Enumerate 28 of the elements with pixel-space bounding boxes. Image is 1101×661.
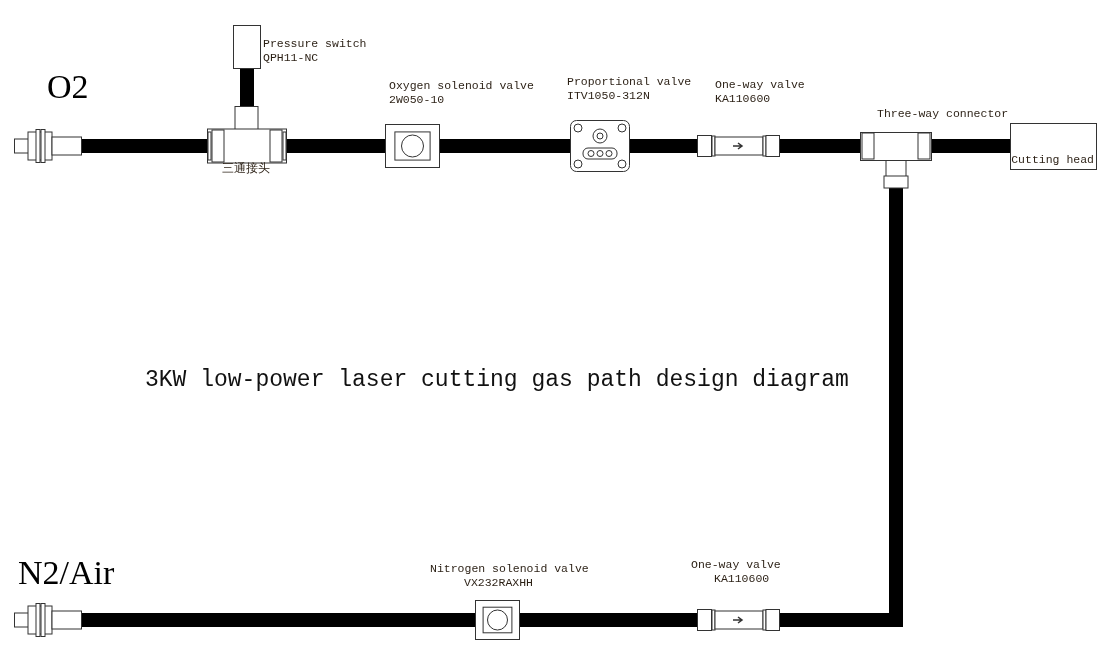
component-label: Cutting head <box>1011 153 1094 167</box>
model-number: 2W050-10 <box>389 93 445 107</box>
gas-hose <box>780 139 860 153</box>
component-label: Pressure switch <box>263 37 367 51</box>
gas-hose <box>82 613 475 627</box>
gas-hose <box>240 69 254 106</box>
model-number: KA110600 <box>714 572 770 586</box>
cutting-head-box <box>1010 123 1097 170</box>
gas-hose <box>287 139 385 153</box>
component-label: One-way valve <box>715 78 805 92</box>
component-label: One-way valve <box>691 558 781 572</box>
gas-hose <box>82 139 207 153</box>
model-number: KA110600 <box>715 92 771 106</box>
gas-hose <box>932 139 1010 153</box>
model-number: ITV1050-312N <box>567 89 650 103</box>
gas-hose <box>440 139 570 153</box>
component-label: Three-way connector <box>877 107 1009 121</box>
model-number: VX232RAXHH <box>464 576 533 590</box>
component-label: Nitrogen solenoid valve <box>430 562 589 576</box>
component-label: Oxygen solenoid valve <box>389 79 534 93</box>
diagram-title: 3KW low-power laser cutting gas path design diagram <box>145 366 849 394</box>
gas-source-label: O2 <box>47 68 89 106</box>
gas-hose <box>520 613 697 627</box>
gas-source-label: N2/Air <box>18 554 115 592</box>
gas-hose <box>630 139 697 153</box>
model-number: QPH11-NC <box>263 51 319 65</box>
component-label: Proportional valve <box>567 75 692 89</box>
component-label: 三通接头 <box>222 162 270 176</box>
